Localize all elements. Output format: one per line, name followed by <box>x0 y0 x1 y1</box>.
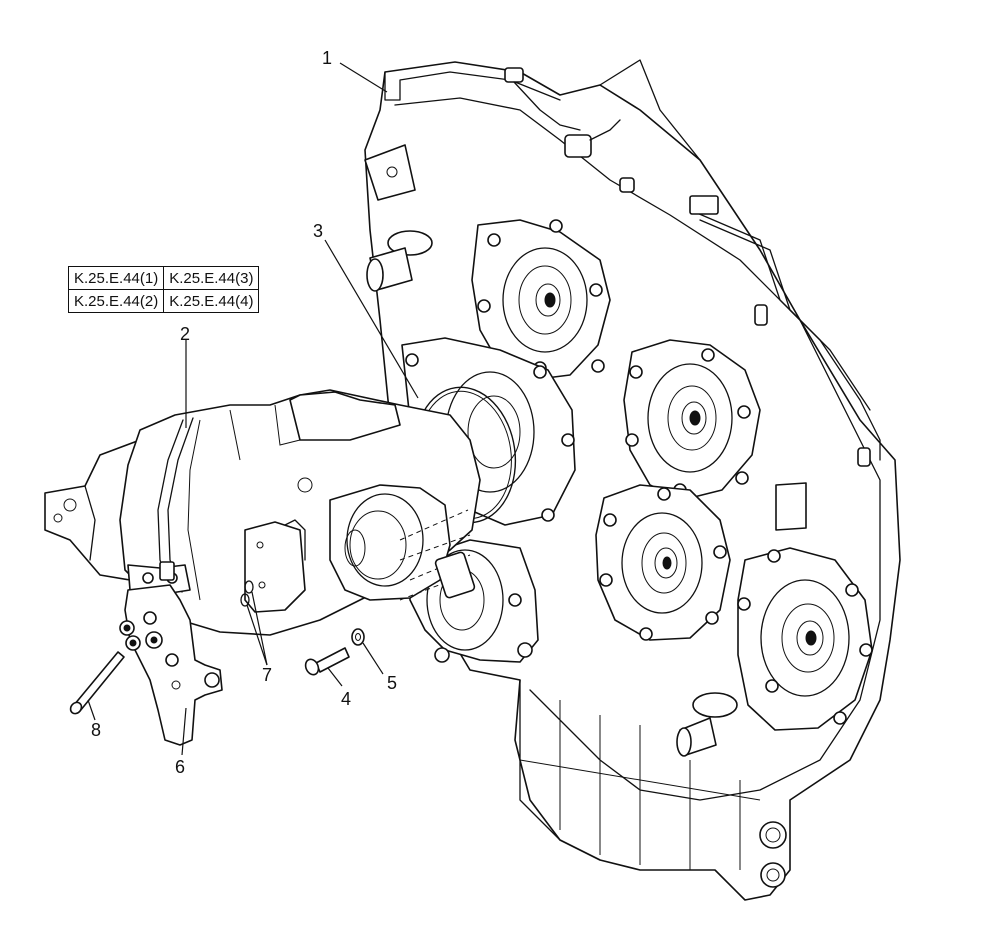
valve-block <box>119 584 223 746</box>
callout-6: 6 <box>175 757 186 777</box>
leader-lines <box>87 62 419 756</box>
washer-5 <box>351 628 365 646</box>
reference-link[interactable]: K.25.E.44(1) <box>67 266 165 290</box>
callout-2: 2 <box>180 324 191 344</box>
callout-3: 3 <box>313 221 324 241</box>
callout-1: 1 <box>322 48 333 68</box>
callout-4: 4 <box>341 689 352 709</box>
reference-link[interactable]: K.25.E.44(4) <box>163 289 260 313</box>
transmission-housing <box>364 59 901 901</box>
callout-5: 5 <box>387 673 398 693</box>
bolt-8 <box>69 651 125 715</box>
callout-8: 8 <box>91 720 102 740</box>
reference-row: K.25.E.44(1) K.25.E.44(3) <box>67 266 260 290</box>
hydrostatic-motor <box>44 389 481 636</box>
small-o-rings <box>240 580 254 607</box>
reference-link[interactable]: K.25.E.44(2) <box>67 289 165 313</box>
bolt-4 <box>304 647 350 676</box>
callout-7: 7 <box>262 665 273 685</box>
reference-row: K.25.E.44(2) K.25.E.44(4) <box>67 289 260 313</box>
reference-table: K.25.E.44(1) K.25.E.44(3) K.25.E.44(2) K… <box>67 266 260 313</box>
reference-link[interactable]: K.25.E.44(3) <box>163 266 260 290</box>
